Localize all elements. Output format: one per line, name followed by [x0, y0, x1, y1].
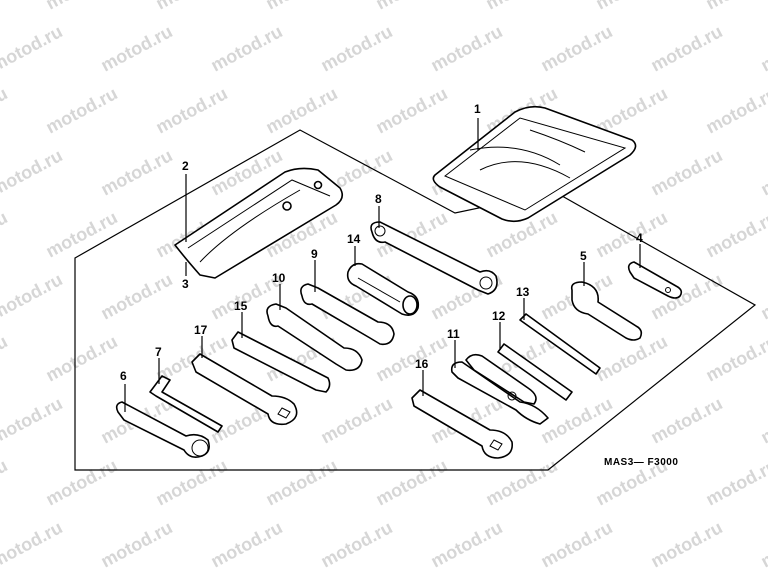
watermark-text: motod.ru: [0, 83, 11, 137]
kit-outline: [74, 129, 757, 471]
hex-key[interactable]: [149, 375, 223, 433]
watermark-text: motod.ru: [0, 145, 66, 199]
watermark-text: motod.ru: [372, 455, 450, 509]
watermark-text: motod.ru: [0, 517, 66, 571]
watermark-text: motod.ru: [42, 0, 120, 14]
watermark-text: motod.ru: [42, 207, 120, 261]
watermark-text: motod.ru: [757, 145, 768, 199]
callout-12: 12: [492, 309, 506, 323]
watermark-text: motod.ru: [647, 517, 725, 571]
callout-17: 17: [194, 323, 208, 337]
watermark-text: motod.ru: [702, 83, 768, 137]
callout-9: 9: [311, 247, 318, 261]
screwdriver-12[interactable]: [497, 343, 573, 401]
watermark-text: motod.ru: [262, 455, 340, 509]
callout-10: 10: [272, 271, 286, 285]
callout-14: 14: [347, 232, 361, 246]
watermark-text: motod.ru: [427, 21, 505, 75]
watermark-text: motod.ru: [482, 0, 560, 14]
watermark-text: motod.ru: [152, 0, 230, 14]
watermark-text: motod.ru: [702, 207, 768, 261]
watermark-text: motod.ru: [757, 393, 768, 447]
watermark-text: motod.ru: [97, 517, 175, 571]
leader-lines: [124, 118, 641, 412]
watermark-text: motod.ru: [757, 517, 768, 571]
watermark-text: motod.ru: [317, 21, 395, 75]
callout-13: 13: [516, 285, 530, 299]
tool-pouch[interactable]: [174, 167, 344, 279]
watermark-text: motod.ru: [482, 455, 560, 509]
watermark-text: motod.ru: [42, 331, 120, 385]
watermark-text: motod.ru: [152, 455, 230, 509]
watermark-text: motod.ru: [0, 269, 66, 323]
watermark-text: motod.ru: [262, 0, 340, 14]
watermark-text: motod.ru: [97, 145, 175, 199]
watermark-text: motod.ru: [537, 517, 615, 571]
extension-bar[interactable]: [231, 331, 331, 393]
callout-labels: 1 2 3 4 5 6 7 8 9 10 11 12 13 14 15 16 1…: [120, 102, 643, 383]
watermark-text: motod.ru: [152, 83, 230, 137]
callout-3: 3: [182, 277, 189, 291]
watermark-text: motod.ru: [0, 0, 11, 14]
callout-1: 1: [474, 102, 481, 116]
watermark-text: motod.ru: [0, 455, 11, 509]
watermark-text: motod.ru: [592, 0, 670, 14]
tool-bag[interactable]: [432, 105, 637, 223]
watermark-text: motod.ru: [647, 145, 725, 199]
watermark-text: motod.ru: [97, 21, 175, 75]
watermark-text: motod.ru: [0, 207, 11, 261]
pin-spanner[interactable]: [570, 281, 643, 341]
watermark-text: motod.ru: [647, 393, 725, 447]
diagram-code: MAS3— F3000: [604, 457, 678, 468]
watermark-text: motod.ru: [702, 0, 768, 14]
watermark-text: motod.ru: [97, 269, 175, 323]
callout-6: 6: [120, 369, 127, 383]
watermark-text: motod.ru: [262, 83, 340, 137]
watermark-text: motod.ru: [757, 269, 768, 323]
watermark-text: motod.ru: [0, 21, 66, 75]
watermark-text: motod.ru: [592, 207, 670, 261]
watermark-text: motod.ru: [372, 0, 450, 14]
spark-plug-wrench[interactable]: [115, 401, 210, 458]
callout-5: 5: [580, 249, 587, 263]
watermark-text: motod.ru: [702, 455, 768, 509]
callout-15: 15: [234, 299, 248, 313]
watermark-text: motod.ru: [427, 517, 505, 571]
callout-11: 11: [447, 327, 460, 341]
box-wrench-16[interactable]: [411, 389, 514, 459]
watermark-text: motod.ru: [207, 21, 285, 75]
watermark-text: motod.ru: [0, 393, 66, 447]
box-wrench[interactable]: [191, 353, 298, 426]
watermark-text: motod.ru: [207, 517, 285, 571]
watermark-text: motod.ru: [0, 331, 11, 385]
watermark-text: motod.ru: [317, 517, 395, 571]
callout-2: 2: [182, 159, 189, 173]
small-wrench[interactable]: [627, 261, 683, 299]
watermark-text: motod.ru: [372, 83, 450, 137]
callout-4: 4: [636, 231, 643, 245]
callout-16: 16: [415, 357, 429, 371]
watermark-text: motod.ru: [537, 21, 615, 75]
watermark-text: motod.ru: [757, 21, 768, 75]
open-wrench-10[interactable]: [266, 303, 363, 372]
ring-wrench[interactable]: [370, 221, 498, 295]
socket-wrench[interactable]: [346, 262, 420, 316]
watermark-text: motod.ru: [317, 393, 395, 447]
callout-8: 8: [375, 192, 382, 206]
watermark-text: motod.ru: [42, 455, 120, 509]
callout-7: 7: [155, 345, 162, 359]
watermark-text: motod.ru: [537, 393, 615, 447]
watermark-text: motod.ru: [647, 21, 725, 75]
watermark-text: motod.ru: [42, 83, 120, 137]
open-wrench-9[interactable]: [300, 283, 395, 346]
